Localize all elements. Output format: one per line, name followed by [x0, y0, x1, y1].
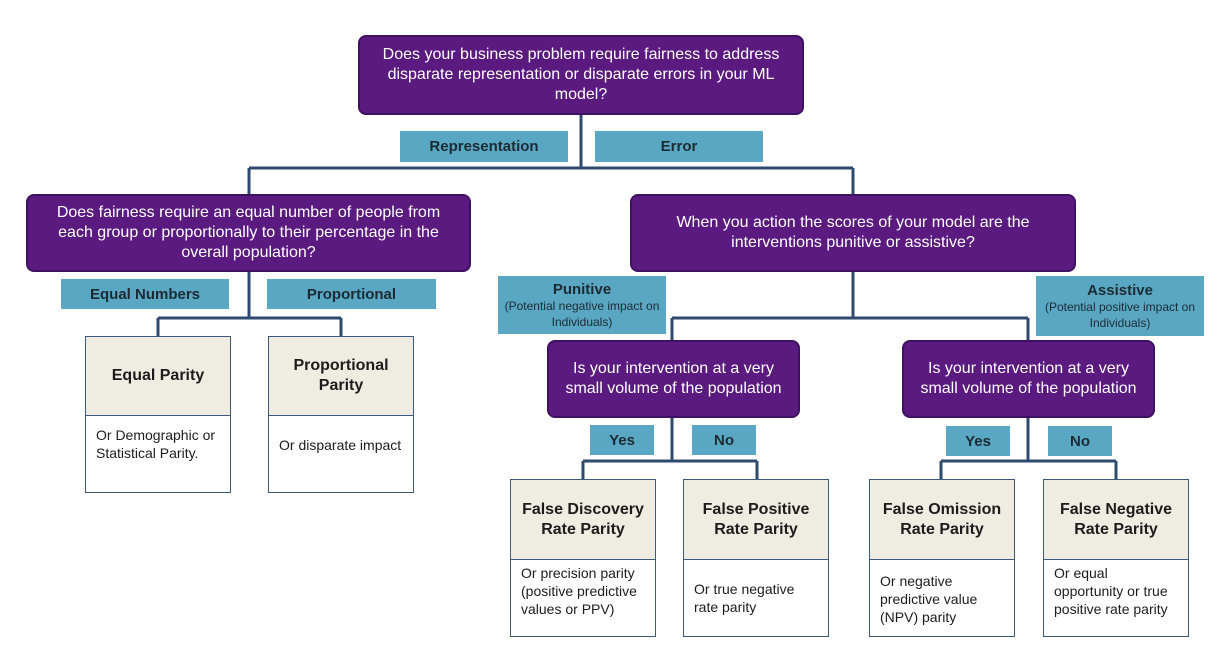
leaf-false-positive-rate-parity: False Positive Rate Parity Or true negat… [683, 479, 829, 637]
tag-no-assistive-label: No [1070, 432, 1090, 450]
tag-no-punitive: No [692, 425, 756, 455]
leaf-false-discovery-title: False Discovery Rate Parity [511, 480, 655, 560]
tag-yes-assistive-label: Yes [965, 432, 991, 450]
connector-error [670, 272, 1030, 340]
leaf-false-negative-title: False Negative Rate Parity [1044, 480, 1188, 560]
tag-yes-assistive: Yes [946, 426, 1010, 456]
leaf-false-positive-desc: Or true negative rate parity [694, 581, 795, 615]
tag-punitive-note: (Potential negative impact on Individual… [504, 298, 660, 329]
tag-proportional-label: Proportional [306, 285, 397, 303]
leaf-false-omission-title: False Omission Rate Parity [870, 480, 1014, 560]
connector-root [247, 115, 855, 194]
connector-assistive-volume [939, 418, 1118, 479]
leaf-false-positive-title: False Positive Rate Parity [684, 480, 828, 560]
tag-representation: Representation [400, 131, 568, 162]
leaf-proportional-parity-title: Proportional Parity [269, 337, 413, 416]
tag-punitive-label: Punitive [552, 280, 612, 298]
tag-equal-numbers-label: Equal Numbers [89, 285, 201, 303]
tag-assistive: Assistive (Potential positive impact on … [1036, 276, 1204, 336]
tag-representation-label: Representation [429, 138, 539, 155]
tag-assistive-note: (Potential positive impact on Individual… [1044, 299, 1196, 330]
tag-no-assistive: No [1048, 426, 1112, 456]
leaf-proportional-parity: Proportional Parity Or disparate impact [268, 336, 414, 493]
tag-punitive: Punitive (Potential negative impact on I… [498, 276, 666, 334]
leaf-equal-parity-title: Equal Parity [86, 337, 230, 416]
tag-error-label: Error [660, 138, 698, 155]
leaf-false-omission-desc: Or negative predictive value (NPV) parit… [880, 573, 978, 625]
leaf-equal-parity-desc: Or Demographic or Statistical Parity. [96, 427, 216, 461]
tag-error: Error [595, 131, 763, 162]
connector-representation [156, 272, 343, 336]
leaf-false-discovery-desc: Or precision parity (positive predictive… [521, 565, 637, 617]
leaf-false-discovery-rate-parity: False Discovery Rate Parity Or precision… [510, 479, 656, 637]
leaf-proportional-parity-desc: Or disparate impact [279, 437, 402, 453]
leaf-false-omission-rate-parity: False Omission Rate Parity Or negative p… [869, 479, 1015, 637]
error-question: When you action the scores of your model… [630, 194, 1076, 272]
tag-yes-punitive-label: Yes [609, 431, 635, 449]
leaf-false-negative-rate-parity: False Negative Rate Parity Or equal oppo… [1043, 479, 1189, 637]
tag-no-punitive-label: No [714, 431, 734, 449]
punitive-volume-question: Is your intervention at a very small vol… [547, 340, 800, 418]
tag-yes-punitive: Yes [590, 425, 654, 455]
root-question: Does your business problem require fairn… [358, 35, 804, 115]
tag-assistive-label: Assistive [1087, 281, 1153, 299]
tag-proportional: Proportional [267, 279, 436, 309]
assistive-volume-question: Is your intervention at a very small vol… [902, 340, 1155, 418]
connector-punitive-volume [581, 418, 759, 479]
tag-equal-numbers: Equal Numbers [61, 279, 229, 309]
leaf-equal-parity: Equal Parity Or Demographic or Statistic… [85, 336, 231, 493]
leaf-false-negative-desc: Or equal opportunity or true positive ra… [1054, 565, 1168, 617]
representation-question: Does fairness require an equal number of… [26, 194, 471, 272]
